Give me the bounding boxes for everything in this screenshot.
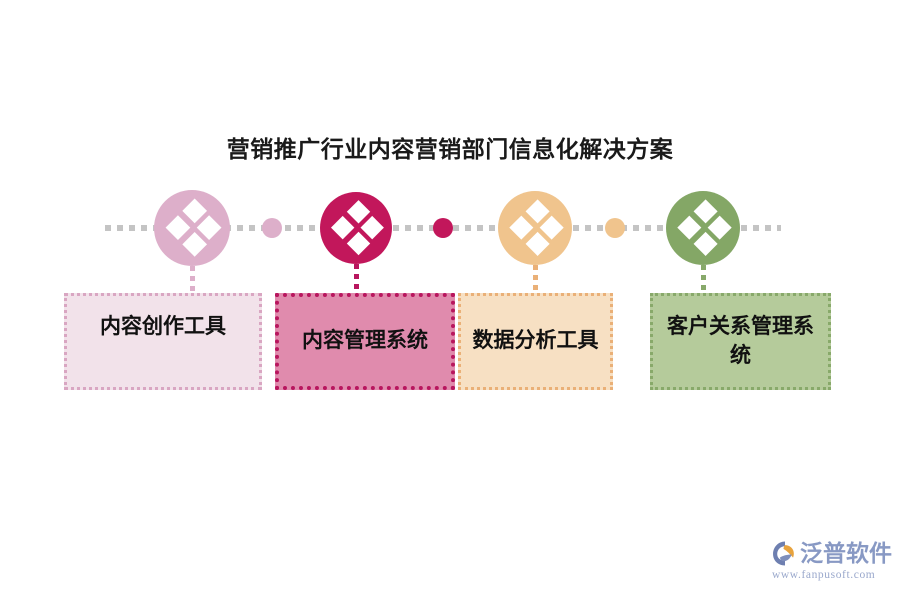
timeline-stem-1	[190, 266, 195, 293]
timeline-connector-dot-1	[262, 218, 282, 238]
timeline-node-content-management-system[interactable]	[320, 192, 392, 264]
solution-card-label: 内容创作工具	[100, 315, 226, 339]
timeline-node-data-analysis-tools[interactable]	[498, 191, 572, 265]
solution-card-content-management-system[interactable]: 内容管理系统	[275, 293, 455, 390]
solution-card-customer-relationship-management-system[interactable]: 客户关系管理系统	[650, 293, 831, 390]
page-title: 营销推广行业内容营销部门信息化解决方案	[226, 136, 674, 162]
solution-card-label: 数据分析工具	[472, 329, 599, 353]
brand-logo-row: 泛普软件	[772, 538, 892, 568]
fanpu-swoosh-icon	[773, 541, 794, 565]
timeline-connector-dot-2	[433, 218, 453, 238]
timeline-stem-2	[354, 264, 359, 293]
solution-card-label: 客户关系管理系统	[667, 315, 814, 367]
timeline-stem-4	[701, 265, 706, 293]
four-diamond-icon	[320, 192, 392, 264]
four-diamond-icon	[498, 191, 572, 265]
brand-name: 泛普软件	[800, 539, 892, 566]
solution-card-label: 内容管理系统	[302, 329, 428, 353]
four-diamond-icon	[666, 191, 740, 265]
timeline-node-customer-relationship-management-system[interactable]	[666, 191, 740, 265]
four-diamond-icon	[154, 190, 230, 266]
brand-url: www.fanpusoft.com	[772, 569, 876, 581]
solution-card-data-analysis-tools[interactable]: 数据分析工具	[458, 293, 613, 390]
timeline-node-content-creation-tools[interactable]	[154, 190, 230, 266]
solution-card-content-creation-tools[interactable]: 内容创作工具	[64, 293, 262, 390]
timeline-connector-dot-3	[605, 218, 625, 238]
timeline-stem-3	[533, 265, 538, 293]
brand-logo: 泛普软件 www.fanpusoft.com	[772, 538, 892, 586]
